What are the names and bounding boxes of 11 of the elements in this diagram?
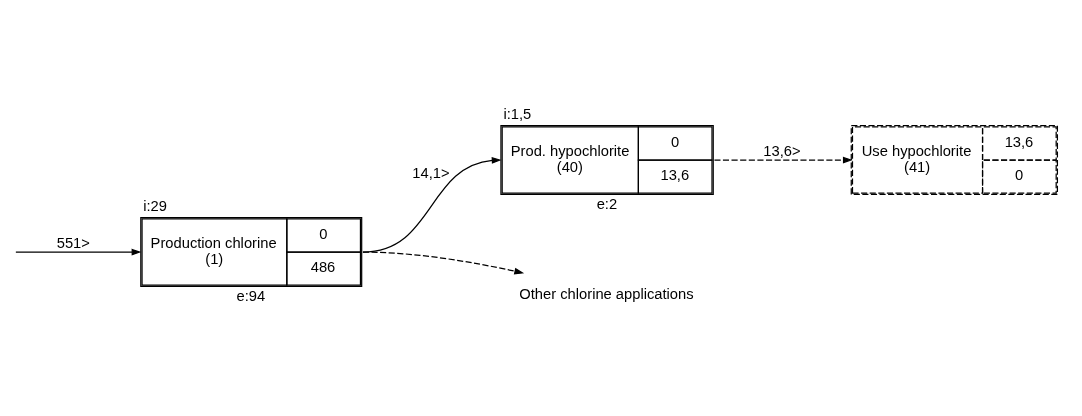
- edge-label: 14,1>: [412, 164, 450, 181]
- edge-label: 551>: [56, 234, 90, 251]
- node-label: e:2: [596, 195, 618, 212]
- arrow: [713, 156, 853, 163]
- arrow: [15, 248, 142, 255]
- node-label: i:1,5: [503, 105, 532, 122]
- edge-label: 13,6>: [763, 142, 801, 159]
- node-label: i:29: [143, 197, 168, 214]
- node-text: Other chlorine applications: [519, 285, 694, 302]
- node-label: e:94: [236, 287, 266, 304]
- arrow: [362, 250, 525, 275]
